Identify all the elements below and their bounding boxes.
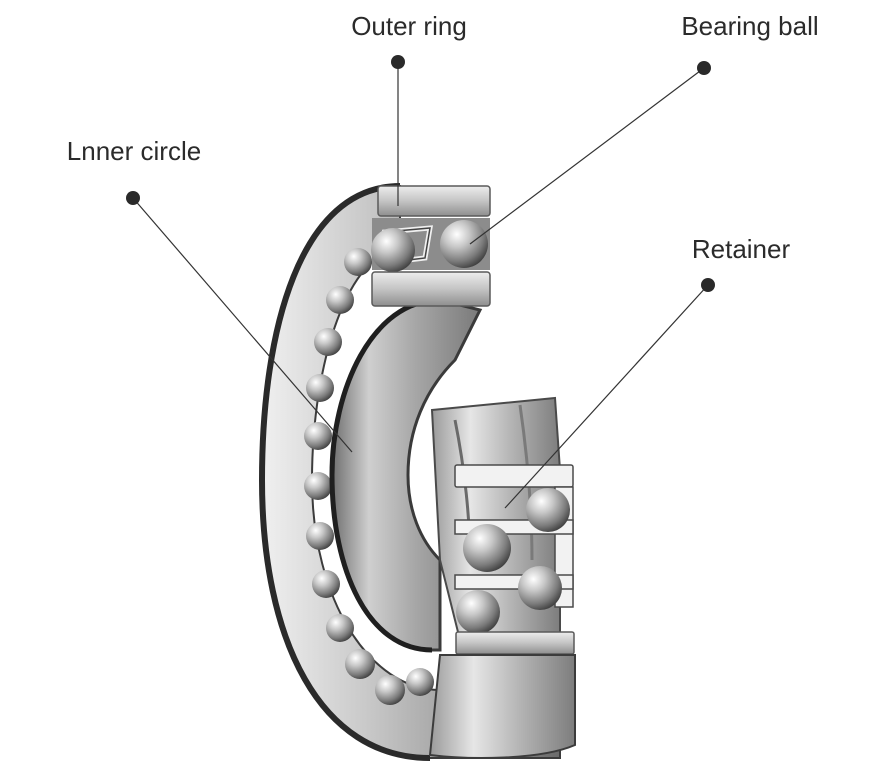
bearing-ball <box>306 522 334 550</box>
bearing-ball <box>406 668 434 696</box>
bearing-ball <box>344 248 372 276</box>
bearing-ball <box>345 649 375 679</box>
retainer-ball <box>456 590 500 634</box>
bearing-illustration <box>258 183 576 761</box>
callout-label-bearing-ball: Bearing ball <box>681 11 818 41</box>
bearing-ball-top-left <box>371 228 415 272</box>
callout-label-inner-circle: Lnner circle <box>67 136 201 166</box>
bearing-ball <box>312 570 340 598</box>
outer-ring-section-bottom <box>455 631 575 655</box>
leader-dot <box>701 278 715 292</box>
retainer-ball <box>526 488 570 532</box>
leader-line <box>132 197 353 453</box>
callout-retainer: Retainer <box>504 234 791 509</box>
bearing-ball <box>304 422 332 450</box>
inner-ring-lip <box>329 297 441 653</box>
outer-ring-body-bottom <box>428 654 576 759</box>
retainer-ball <box>518 566 562 610</box>
leader-dot <box>126 191 140 205</box>
callout-inner-circle: Lnner circle <box>67 136 353 453</box>
bearing-ball <box>306 374 334 402</box>
callout-outer-ring: Outer ring <box>351 11 467 206</box>
leader-dot <box>391 55 405 69</box>
bearing-ball <box>314 328 342 356</box>
bearing-ball <box>326 286 354 314</box>
callout-bearing-ball: Bearing ball <box>469 11 819 245</box>
outer-ring-section-top <box>377 185 491 217</box>
callout-label-retainer: Retainer <box>692 234 791 264</box>
outer-ring-edge <box>258 183 431 761</box>
callout-label-outer-ring: Outer ring <box>351 11 467 41</box>
bearing-ball <box>304 472 332 500</box>
retainer-ball <box>463 524 511 572</box>
bearing-ball-top-right <box>440 220 488 268</box>
leader-line <box>469 67 705 245</box>
leader-dot <box>697 61 711 75</box>
inner-ring-section-top <box>371 271 491 307</box>
leader-line <box>504 284 709 509</box>
bearing-ball <box>375 675 405 705</box>
rim-balls <box>304 248 434 705</box>
bearing-ball <box>326 614 354 642</box>
